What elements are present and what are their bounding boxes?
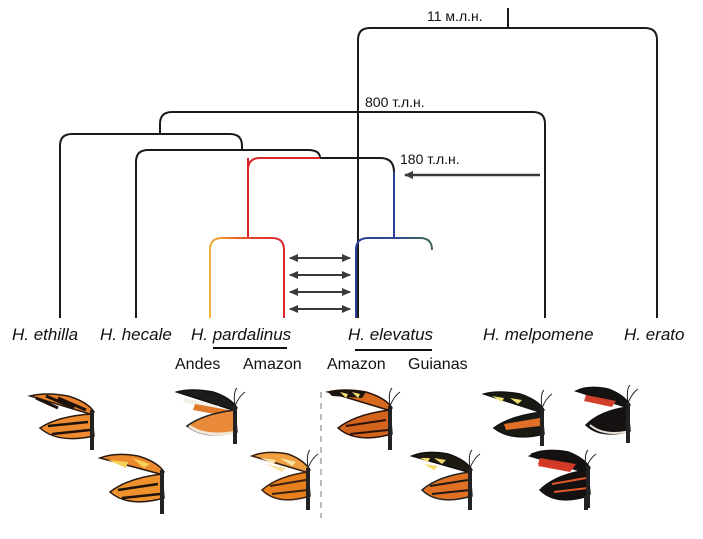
antenna [468,449,481,469]
taxon-hecale: H. hecale [100,325,172,344]
body [90,410,94,450]
antenna [233,387,246,407]
hindwing [420,471,473,501]
body [586,466,590,508]
branch-ethilla-node [59,133,243,318]
butterfly-elevatus-guianas [409,449,481,510]
hindwing-orange [504,418,540,430]
forewing [97,453,166,475]
butterfly-pardalinus-amazon [249,449,319,510]
body [160,470,164,514]
branch-800ky [159,111,546,318]
butterfly-elevatus-amazon [325,387,401,450]
taxon-elevatus: H. elevatus [348,325,434,344]
hindwing [38,413,95,440]
hindwing-edge [589,424,631,434]
forewing-spots [260,458,296,472]
subpop-pardalinus-amazon: Amazon [243,356,302,373]
forewing-band [584,395,616,407]
subpop-elevatus-amazon: Amazon [327,356,386,373]
branch-root [357,27,658,318]
hindwing [584,406,631,435]
body [306,468,310,510]
taxon-pardalinus: H. pardalinus [191,325,292,344]
body [540,408,544,446]
forewing [249,451,312,473]
hindwing [185,409,238,436]
hindwing-stripes [345,419,389,435]
forewing [574,386,632,408]
body [233,406,237,444]
hindwing [540,469,591,499]
forewing-band [538,458,576,470]
antenna [306,449,319,469]
body [468,468,472,510]
subpop-andes: Andes [175,356,220,373]
branch-elevatus-top [355,237,433,318]
antenna [626,384,639,404]
branch-split-top [320,157,395,173]
taxon-erato: H. erato [624,325,684,344]
hindwing [260,471,311,501]
forewing-spots [108,458,150,468]
hindwing-stripes [117,482,161,500]
forewing-spots [420,458,446,470]
butterfly-ethilla-1 [27,393,96,450]
forewing-spots [340,392,360,398]
subpop-guianas: Guianas [408,356,468,373]
forewing-stripes [35,394,87,412]
forewing-spots [492,396,522,404]
age-inner-label: 800 т.л.н. [365,94,425,110]
taxon-ethilla: H. ethilla [12,325,78,344]
branch-hecale-node [135,149,321,318]
gene-flow-arrows [289,254,351,313]
age-root-label: 11 м.л.н. [427,8,483,24]
body [626,403,630,443]
forewing [481,391,546,413]
body [388,406,392,450]
butterfly-erato-2 [529,449,592,508]
taxon-melpomene: H. melpomene [483,325,594,344]
hindwing-stripes [429,479,471,495]
butterfly-erato-1 [574,384,639,443]
hindwing-rays [551,477,589,493]
butterfly-ethilla-2 [97,453,166,514]
antenna [388,387,401,407]
butterfly-pardalinus-andes [174,387,246,444]
tree-branches [59,8,658,318]
antenna [540,389,553,409]
hindwing-edge [188,424,238,436]
age-recent-label: 180 т.л.н. [400,151,460,167]
forewing [529,449,592,471]
branch-pardalinus-top [209,237,285,318]
butterfly-melpomene-1 [481,389,553,446]
hindwing-stripes [47,420,91,436]
branch-pardalinus-stem [247,157,320,171]
hindwing-stripes [269,479,309,495]
forewing [174,389,239,411]
